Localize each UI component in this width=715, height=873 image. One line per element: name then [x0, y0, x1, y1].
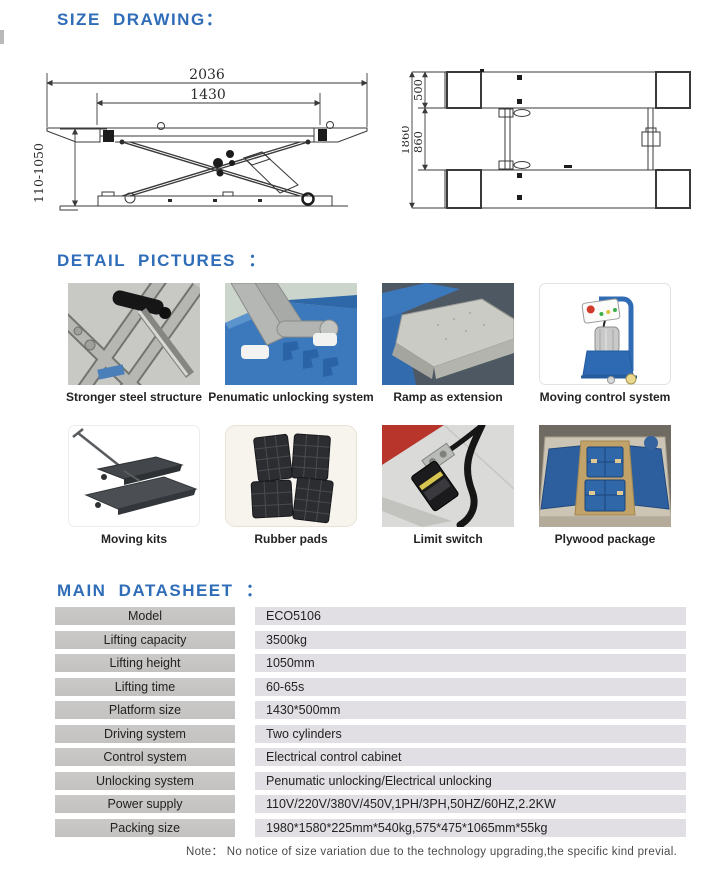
steel-structure-photo: [68, 283, 200, 385]
spec-label-cell: Packing size: [55, 818, 235, 837]
size-drawing-heading: SIZE DRAWING：: [57, 10, 225, 29]
plywood-package-photo: [539, 425, 671, 527]
platforms-top-view: [444, 69, 691, 209]
top-view-drawing: 1860 500 860: [402, 69, 691, 209]
spec-row: Driving system Two cylinders: [55, 724, 686, 743]
spec-label-cell: Platform size: [55, 701, 235, 719]
detail-photo-rubber-pads: Rubber pads: [225, 425, 357, 546]
spec-label-cell: Unlocking system: [55, 771, 235, 790]
pivot-pins: [213, 150, 235, 177]
caption-moving-kits: Moving kits: [100, 532, 167, 546]
spec-table: Model ECO5106 Lifting capacity 3500kg Li…: [55, 607, 686, 842]
spec-row: Model ECO5106: [55, 607, 686, 625]
cross-connectors: [498, 108, 661, 170]
caption-stronger-steel-structure: Stronger steel structure: [65, 390, 203, 404]
detail-photo-stronger-steel-structure: Stronger steel structure: [66, 283, 202, 404]
spec-row: Unlocking system Penumatic unlocking/Ele…: [55, 771, 686, 790]
caption-ramp-extension: Ramp as extension: [393, 390, 503, 404]
note-text: Note： No notice of size variation due to…: [186, 846, 678, 858]
spec-row: Packing size 1980*1580*225mm*540kg,575*4…: [55, 818, 686, 837]
dim-inner-clearance: 860: [411, 107, 445, 171]
caption-plywood-package: Plywood package: [554, 532, 656, 546]
detail-photo-moving-control-system: Moving control system: [539, 283, 671, 404]
spec-value-cell: ECO5106: [255, 607, 686, 625]
base-frame: [59, 191, 348, 211]
moving-kits-photo: [68, 425, 200, 527]
spec-label-cell: Model: [55, 607, 235, 625]
hydraulic-cylinder: [243, 151, 299, 194]
spec-value-cell: 3500kg: [255, 630, 686, 649]
platform-profile: [46, 121, 368, 143]
spec-value-cell: 1430*500mm: [255, 701, 686, 719]
dim-label-860: 860: [411, 131, 425, 153]
spec-value-cell: 60-65s: [255, 677, 686, 696]
rubber-pads-photo: [225, 425, 357, 527]
spec-row: Platform size 1430*500mm: [55, 701, 686, 719]
dim-platform-width: 500: [411, 71, 445, 109]
spec-label-cell: Driving system: [55, 724, 235, 743]
spec-label-cell: Lifting height: [55, 654, 235, 672]
spec-row: Lifting height 1050mm: [55, 654, 686, 672]
dim-platform-length: 1430: [96, 87, 321, 125]
spec-row: Lifting capacity 3500kg: [55, 630, 686, 649]
spec-value-cell: Two cylinders: [255, 724, 686, 743]
caption-moving-control-system: Moving control system: [539, 390, 671, 404]
main-datasheet-heading: MAIN DATASHEET ：: [57, 581, 265, 600]
spec-label-cell: Lifting capacity: [55, 630, 235, 649]
spec-label-cell: Control system: [55, 748, 235, 766]
caption-rubber-pads: Rubber pads: [254, 532, 328, 546]
detail-pictures-grid: Stronger steel structure Pen: [66, 283, 671, 546]
spec-label-cell: Lifting time: [55, 677, 235, 696]
side-view-drawing: 2036 1430 110-1050: [31, 67, 368, 211]
dim-label-110-1050: 110-1050: [31, 143, 46, 203]
dim-label-1860: 1860: [402, 125, 412, 154]
spec-row: Power supply 110V/220V/380V/450V,1PH/3PH…: [55, 795, 686, 813]
control-cart-photo: [539, 283, 671, 385]
dim-label-500: 500: [411, 79, 425, 101]
spec-value-cell: 1050mm: [255, 654, 686, 672]
dim-label-2036: 2036: [189, 67, 225, 83]
detail-photo-plywood-package: Plywood package: [539, 425, 671, 546]
spec-label-cell: Power supply: [55, 795, 235, 813]
caption-pneumatic-unlocking: Penumatic unlocking system: [208, 390, 374, 404]
pneumatic-unlock-photo: [225, 283, 357, 385]
limit-switch-photo: [382, 425, 514, 527]
detail-photo-moving-kits: Moving kits: [68, 425, 200, 546]
detail-photo-limit-switch: Limit switch: [382, 425, 514, 546]
dim-label-1430: 1430: [190, 87, 226, 103]
detail-photo-ramp-extension: Ramp as extension: [382, 283, 514, 404]
dim-overall-width: 1860: [402, 71, 445, 209]
caption-limit-switch: Limit switch: [413, 532, 483, 546]
spec-value-cell: 1980*1580*225mm*540kg,575*475*1065mm*55k…: [255, 818, 686, 837]
ramp-extension-photo: [382, 283, 514, 385]
dim-overall-length: 2036: [46, 67, 368, 127]
spec-value-cell: 110V/220V/380V/450V,1PH/3PH,50HZ/60HZ,2.…: [255, 795, 686, 813]
scissor-arms: [121, 141, 309, 197]
spec-row: Control system Electrical control cabine…: [55, 748, 686, 766]
spec-value-cell: Penumatic unlocking/Electrical unlocking: [255, 771, 686, 790]
detail-pictures-heading: DETAIL PICTURES ：: [57, 251, 267, 270]
dim-lift-height: 110-1050: [31, 128, 107, 207]
scan-artifact: [0, 30, 4, 44]
detail-photo-pneumatic-unlocking: Penumatic unlocking system: [208, 283, 374, 404]
spec-row: Lifting time 60-65s: [55, 677, 686, 696]
spec-value-cell: Electrical control cabinet: [255, 748, 686, 766]
